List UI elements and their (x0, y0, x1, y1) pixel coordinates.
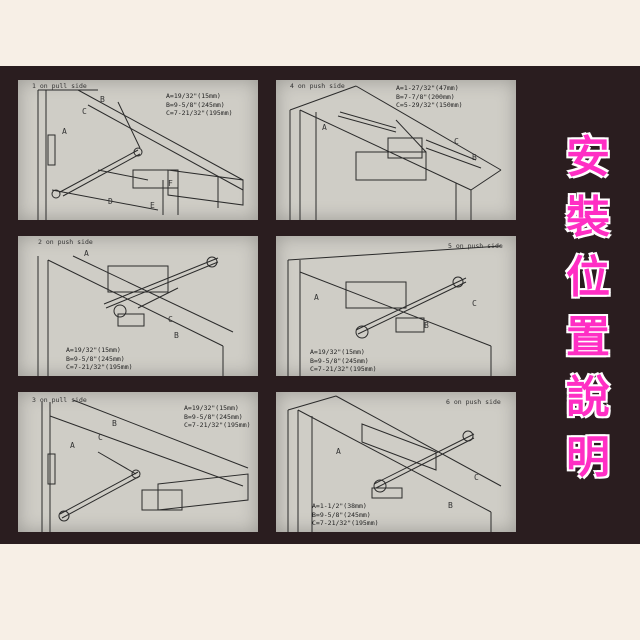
spec-b: B=9-5/8"(245mm) (184, 412, 243, 421)
spec-c: C=7-21/32"(195mm) (66, 363, 133, 371)
title-char-4: 置 (566, 312, 610, 363)
panel-5-caption: 5 on push side (448, 242, 503, 250)
panel-6-spec: A=1-1/2"(38mm) B=9-5/8"(245mm) C=7-21/32… (312, 502, 379, 528)
installation-title: 安 裝 位 置 說 明 (556, 128, 620, 488)
letter-b: B (112, 419, 117, 428)
panel-3-pull-side: 3 on pull side A=19/32"(15mm) B=9-5/8"(2… (18, 392, 258, 532)
letter-d: D (108, 197, 113, 206)
letter-b: B (448, 501, 453, 510)
panel-2-drawing (37, 255, 234, 376)
panel-1-caption: 1 on pull side (32, 82, 87, 90)
letter-b: B (174, 331, 179, 340)
letter-a: A (70, 441, 75, 450)
letter-a: A (62, 127, 67, 136)
title-char-5: 說 (566, 372, 610, 423)
panel-4-push-side: 4 on push side A=1-27/32"(47mm) B=7-7/8"… (276, 80, 516, 220)
letter-b: B (472, 153, 477, 162)
spec-a: A=19/32"(15mm) (166, 92, 221, 100)
title-char-2: 裝 (566, 192, 610, 243)
panel-2-push-side: 2 on push side A=19/32"(15mm) B=9-5/8"(2… (18, 236, 258, 376)
spec-c: C=7-21/32"(195mm) (184, 421, 251, 429)
letter-b: B (100, 95, 105, 104)
letter-f: F (168, 179, 173, 188)
panel-6-push-side: 6 on push side A=1-1/2"(38mm) B=9-5/8"(2… (276, 392, 516, 532)
letter-b: B (424, 321, 429, 330)
letter-c: C (82, 107, 87, 116)
panel-4-caption: 4 on push side (290, 82, 345, 90)
panel-5-drawing (287, 245, 502, 376)
panel-5-push-side: 5 on push side A=19/32"(15mm) B=9-5/8"(2… (276, 236, 516, 376)
spec-a: A=1-1/2"(38mm) (312, 502, 367, 510)
panel-5-spec: A=19/32"(15mm) B=9-5/8"(245mm) C=7-21/32… (310, 348, 377, 374)
letter-a: A (336, 447, 341, 456)
spec-c: C=7-21/32"(195mm) (312, 519, 379, 527)
letter-a: A (314, 293, 319, 302)
panel-3-drawing (41, 399, 249, 532)
spec-a: A=19/32"(15mm) (184, 404, 239, 412)
spec-a: A=1-27/32"(47mm) (396, 84, 459, 92)
panel-3-spec: A=19/32"(15mm) B=9-5/8"(245mm) C=7-21/32… (184, 404, 251, 430)
spec-c: C=7-21/32"(195mm) (166, 109, 233, 117)
spec-c: C=5-29/32"(150mm) (396, 101, 463, 109)
panel-4-drawing (289, 85, 502, 220)
panel-4-spec: A=1-27/32"(47mm) B=7-7/8"(200mm) C=5-29/… (396, 84, 463, 110)
title-char-6: 明 (566, 432, 610, 483)
letter-c: C (454, 137, 459, 146)
panel-2-spec: A=19/32"(15mm) B=9-5/8"(245mm) C=7-21/32… (66, 346, 133, 372)
title-char-3: 位 (566, 252, 610, 303)
letter-c: C (474, 473, 479, 482)
spec-b: B=7-7/8"(200mm) (396, 92, 455, 101)
panel-6-caption: 6 on push side (446, 398, 501, 406)
spec-a: A=19/32"(15mm) (310, 348, 365, 356)
letter-c: C (98, 433, 103, 442)
panel-2-caption: 2 on push side (38, 238, 93, 246)
panel-1-pull-side: 1 on pull side A=19/32"(15mm) B=9-5/8"(2… (18, 80, 258, 220)
spec-a: A=19/32"(15mm) (66, 346, 121, 354)
letter-e: E (150, 201, 155, 210)
panel-1-drawing (37, 89, 244, 220)
panel-3-caption: 3 on pull side (32, 396, 87, 404)
spec-c: C=7-21/32"(195mm) (310, 365, 377, 373)
spec-b: B=9-5/8"(245mm) (66, 354, 125, 363)
spec-b: B=9-5/8"(245mm) (310, 356, 369, 365)
title-char-1: 安 (566, 132, 610, 183)
spec-b: B=9-5/8"(245mm) (312, 510, 371, 519)
letter-a: A (322, 123, 327, 132)
panel-1-spec: A=19/32"(15mm) B=9-5/8"(245mm) C=7-21/32… (166, 92, 233, 118)
letter-c: C (168, 315, 173, 324)
panel-6-drawing (287, 395, 502, 532)
letter-c: C (472, 299, 477, 308)
letter-a: A (84, 249, 89, 258)
spec-b: B=9-5/8"(245mm) (166, 100, 225, 109)
